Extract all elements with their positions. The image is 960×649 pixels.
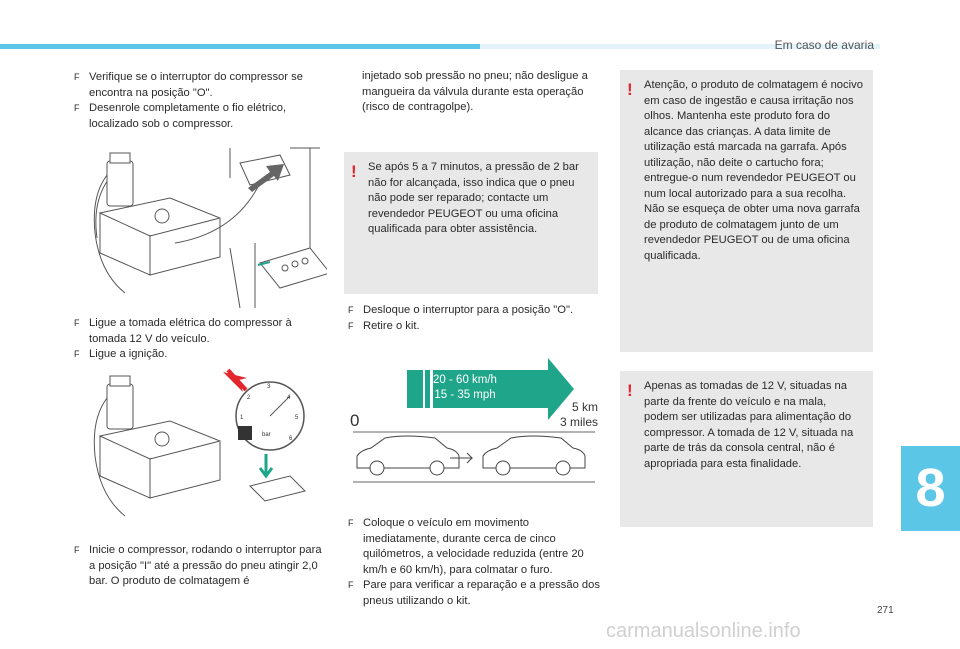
gauge-tick: 2 <box>247 395 251 401</box>
gauge-tick: 6 <box>289 436 293 442</box>
distance-miles: 3 miles <box>559 415 598 429</box>
bullet-marker: F <box>348 320 354 331</box>
warning-box-sockets: ! Apenas as tomadas de 12 V, situadas na… <box>620 371 873 527</box>
col2-continuation: injetado sob pressão no pneu; não deslig… <box>362 70 588 113</box>
compressor-plug-illustration <box>93 147 327 309</box>
bullet-marker: F <box>348 518 354 528</box>
header-bar <box>0 44 480 49</box>
chapter-number: 8 <box>915 458 946 518</box>
gauge-tick: 3 <box>267 384 271 390</box>
bullet-marker: F <box>348 580 354 590</box>
gauge-tick: 4 <box>287 395 291 401</box>
distance-km: 5 km <box>571 400 598 414</box>
section-title: Em caso de avaria <box>774 38 874 52</box>
bullet-marker: F <box>74 103 80 113</box>
gauge-tick: 1 <box>240 415 244 421</box>
bullet-marker: F <box>74 545 80 555</box>
warning-box-sealant: ! Atenção, o produto de colmatagem é noc… <box>620 70 873 352</box>
gauge-tick: 5 <box>295 415 299 421</box>
warning-box-pressure: ! Se após 5 a 7 minutos, a pressão de 2 … <box>344 152 598 294</box>
header-bar-light <box>480 44 880 49</box>
page-number: 271 <box>877 605 894 616</box>
watermark: carmanualsonline.info <box>606 620 801 642</box>
chapter-tab: 8 <box>901 446 960 531</box>
bullet-marker: F <box>74 72 80 82</box>
warning-icon: ! <box>627 80 633 99</box>
speed-range-mph: 15 - 35 mph <box>434 389 496 401</box>
bullet-marker: F <box>74 349 80 359</box>
bullet-marker: F <box>74 318 80 328</box>
bullet-marker: F <box>348 305 354 315</box>
compressor-gauge-illustration: bar 1 2 3 4 5 6 <box>93 368 306 517</box>
warning-icon: ! <box>351 162 357 181</box>
distance-start: 0 <box>350 411 360 430</box>
gauge-unit: bar <box>262 432 271 438</box>
driving-diagram <box>353 358 595 483</box>
warning-icon: ! <box>627 381 633 400</box>
speed-range-kmh: 20 - 60 km/h <box>433 374 497 386</box>
